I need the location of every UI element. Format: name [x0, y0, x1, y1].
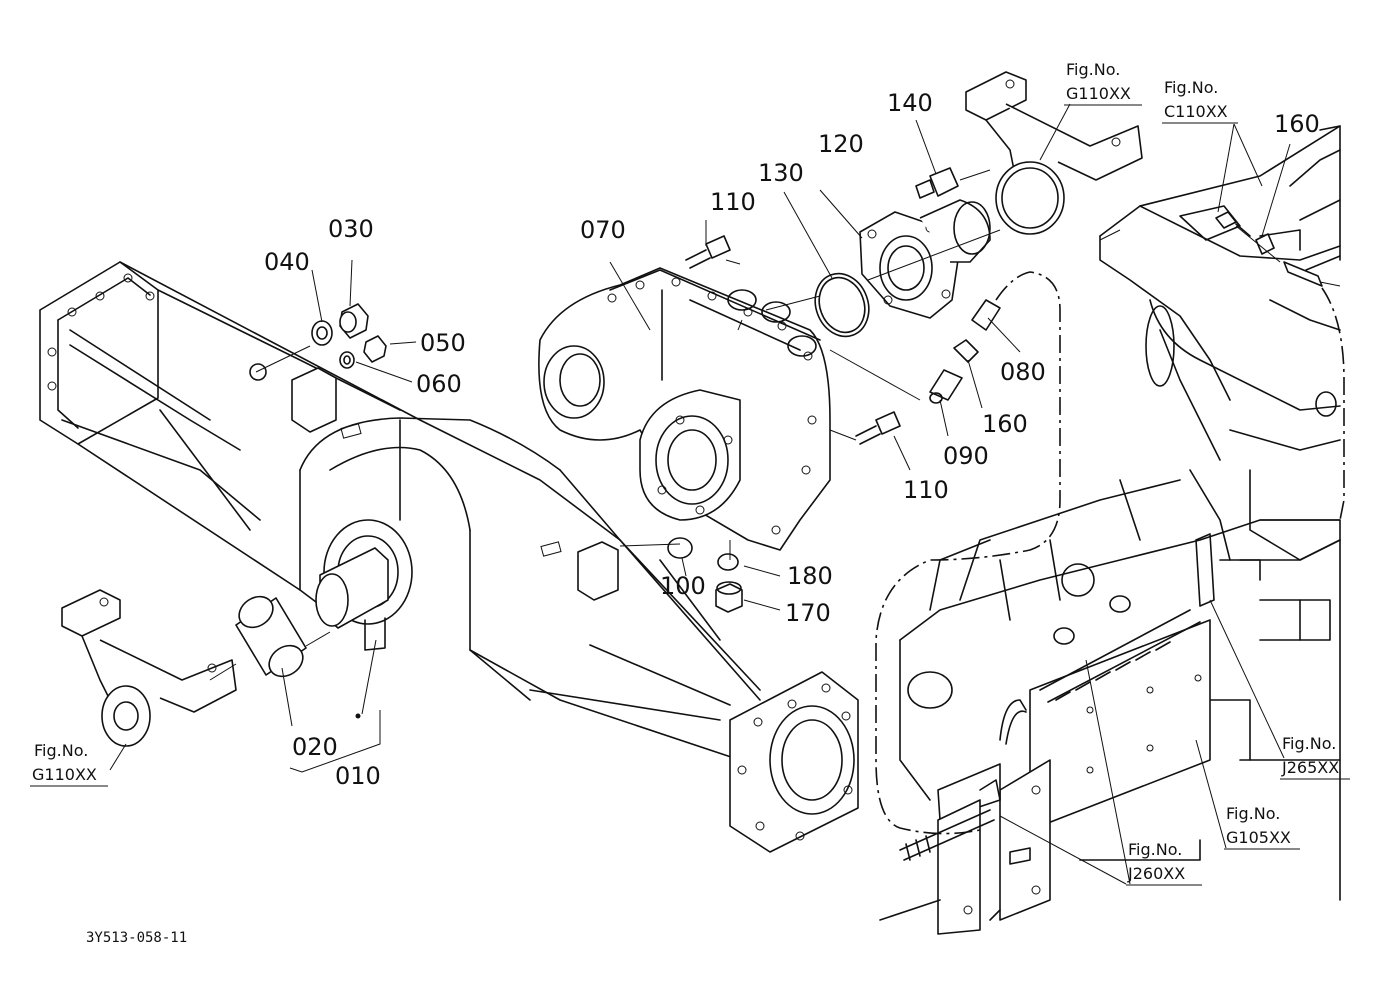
part-180: 180 — [787, 562, 833, 590]
assembly-lines — [209, 169, 1341, 681]
housing-120 — [814, 167, 991, 338]
bolt-110-lower — [855, 411, 901, 445]
part-130: 130 — [758, 159, 804, 187]
part-050: 050 — [420, 329, 466, 357]
part-020: 020 — [292, 733, 338, 761]
gear-case-070 — [538, 267, 831, 551]
part-090: 090 — [943, 442, 989, 470]
bolt-110-upper — [685, 235, 731, 269]
part-080: 080 — [1000, 358, 1046, 386]
part-140: 140 — [887, 89, 933, 117]
front-support-top — [965, 71, 1143, 235]
assembly-dot — [355, 713, 361, 719]
diagram-code: 3Y513-058-11 — [86, 930, 187, 946]
part-040: 040 — [264, 248, 310, 276]
fig-label-g110-top: Fig.No. — [1066, 60, 1120, 79]
part-070: 070 — [580, 216, 626, 244]
front-support-left — [61, 589, 237, 747]
parts-030-060 — [311, 303, 387, 369]
part-120: 120 — [818, 130, 864, 158]
fig-label-c110: Fig.No. — [1164, 78, 1218, 97]
part-labels: 030 040 050 060 070 080 090 100 110 110 … — [264, 89, 1320, 790]
part-170: 170 — [785, 599, 831, 627]
fig-label-g105: Fig.No. — [1226, 804, 1280, 823]
fig-label-j260: Fig.No. — [1128, 840, 1182, 859]
part-030: 030 — [328, 215, 374, 243]
axle-case — [39, 261, 859, 853]
part-160-lower: 160 — [982, 410, 1028, 438]
transmission — [879, 125, 1341, 935]
fig-ref-j265: J265XX — [1281, 758, 1339, 777]
fig-ref-j260: J260XX — [1127, 864, 1185, 883]
part-110-upper: 110 — [710, 188, 756, 216]
fig-ref-g105: G105XX — [1226, 828, 1291, 847]
hose-route — [875, 271, 1345, 835]
part-160-upper: 160 — [1274, 110, 1320, 138]
part-110-lower: 110 — [903, 476, 949, 504]
part-060: 060 — [416, 370, 462, 398]
fig-ref-g110-left: G110XX — [32, 765, 97, 784]
part-100: 100 — [660, 572, 706, 600]
figure-references: Fig.No. G110XX Fig.No. G110XX Fig.No. C1… — [30, 60, 1350, 886]
bushing-020 — [235, 595, 307, 678]
parts-160-top — [1215, 211, 1323, 287]
fig-label-g110-left: Fig.No. — [34, 741, 88, 760]
fig-ref-g110-top: G110XX — [1066, 84, 1131, 103]
leader-lines — [109, 103, 1291, 885]
hose-fittings — [667, 299, 1001, 613]
fig-label-j265: Fig.No. — [1282, 734, 1336, 753]
fig-ref-c110: C110XX — [1164, 102, 1228, 121]
part-010: 010 — [335, 762, 381, 790]
